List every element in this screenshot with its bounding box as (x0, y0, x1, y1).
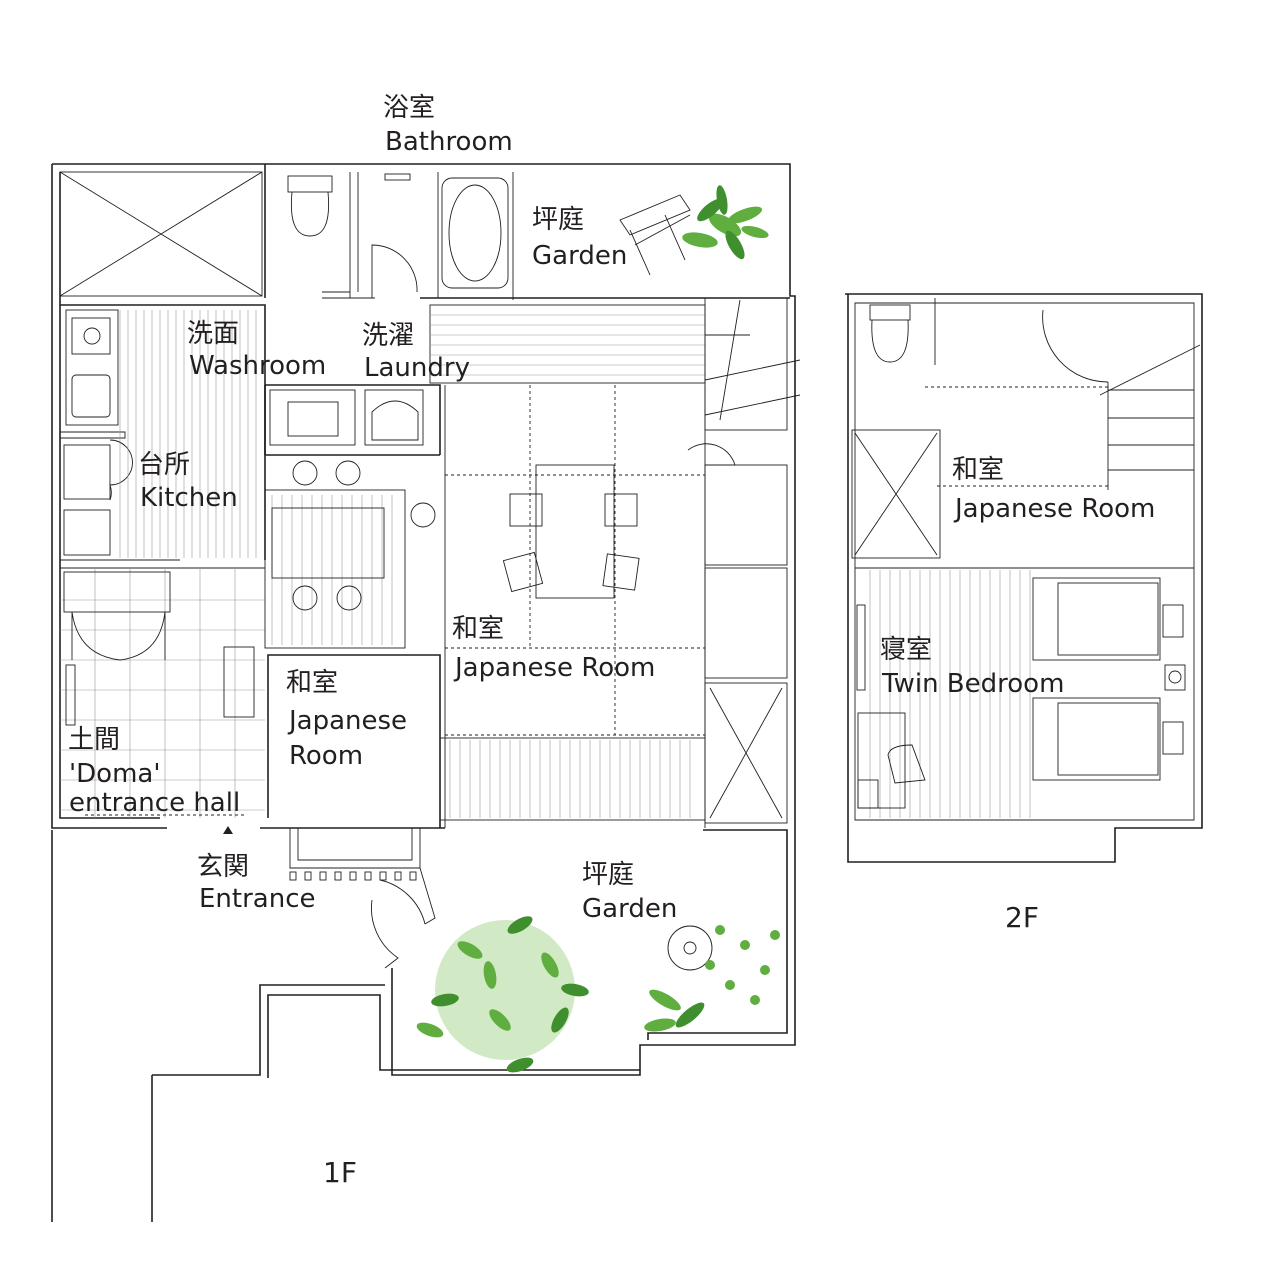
garden-plants-bottom (416, 916, 780, 1073)
japanese-room-small-label-ja: 和室 (286, 668, 338, 698)
floor-label-2f: 2F (1005, 901, 1039, 934)
garden-plants-top (619, 185, 769, 276)
kitchen-label-ja: 台所 (138, 450, 190, 480)
doma-floor-grid (60, 568, 265, 818)
laundry-label-en: Laundry (364, 353, 470, 383)
washroom-label-en: Washroom (189, 351, 326, 381)
doma-label-ja: 土間 (68, 725, 120, 755)
first-floor-walls (51, 163, 801, 1222)
doma-label-en2: entrance hall (69, 788, 240, 818)
washroom-label-ja: 洗面 (187, 319, 239, 349)
doma-label-en1: 'Doma' (69, 759, 160, 789)
kitchen-label-en: Kitchen (140, 483, 238, 513)
garden-bottom-label-ja: 坪庭 (582, 860, 634, 890)
floor-label-1f: 1F (323, 1156, 357, 1189)
japanese-room-2f-label-en: Japanese Room (953, 494, 1155, 524)
entrance-label-ja: 玄関 (197, 852, 249, 882)
entrance-arrow-icon (223, 826, 233, 834)
laundry-label-ja: 洗濯 (362, 321, 414, 351)
second-floor-walls (845, 293, 1203, 863)
japanese-room-main-label-en: Japanese Room (453, 653, 655, 683)
japanese-room-small-label-en2: Room (289, 741, 363, 771)
japanese-room-small-label-en1: Japanese (287, 706, 407, 736)
entrance-step-blocks (289, 871, 417, 881)
entrance-label-en: Entrance (199, 884, 316, 914)
japanese-room-main-label-ja: 和室 (452, 614, 504, 644)
garden-bottom-label-en: Garden (582, 894, 677, 924)
bedroom-label-en: Twin Bedroom (881, 669, 1064, 699)
garden-top-label-ja: 坪庭 (532, 205, 584, 235)
kitchen-floor-hatch (119, 310, 257, 558)
bathroom-label-en: Bathroom (385, 127, 513, 157)
bathroom-label-ja: 浴室 (383, 93, 435, 123)
japanese-room-2f-label-ja: 和室 (952, 455, 1004, 485)
garden-top-label-en: Garden (532, 241, 627, 271)
bedroom-label-ja: 寝室 (880, 635, 932, 665)
